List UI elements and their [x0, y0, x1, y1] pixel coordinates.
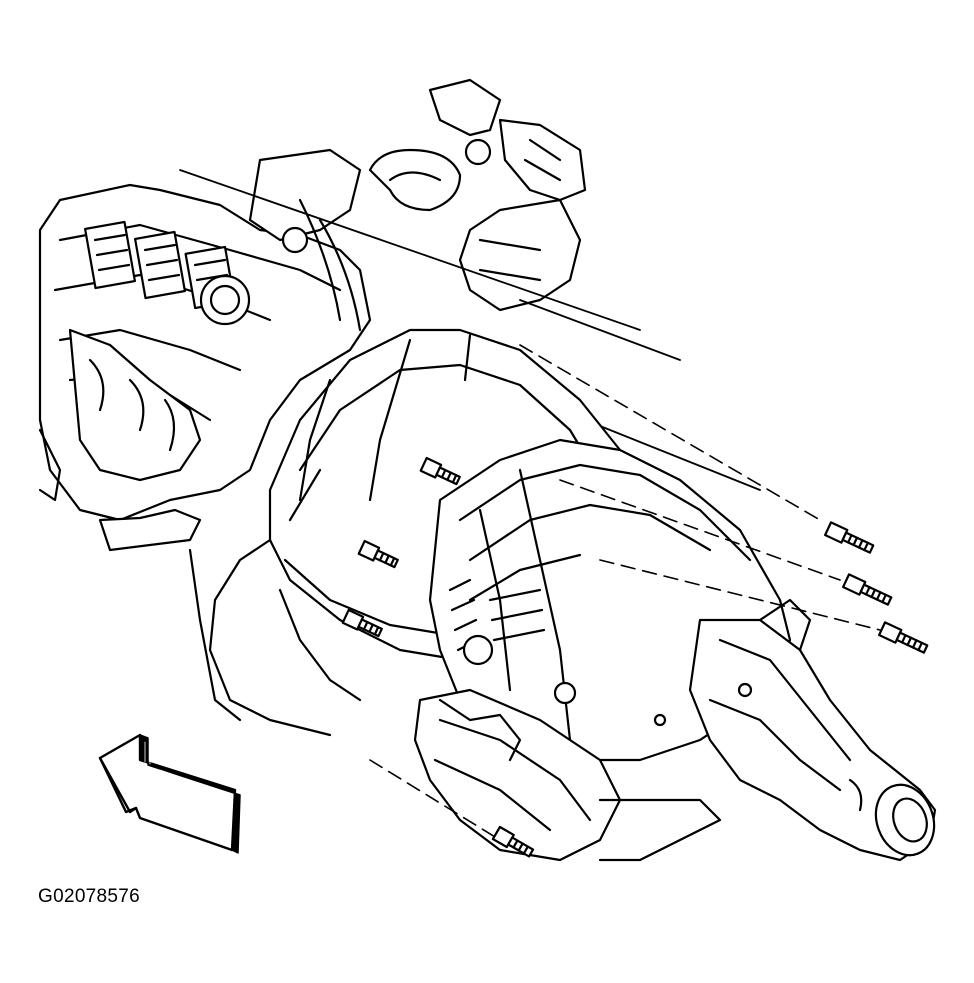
mounting-bolts: [341, 456, 929, 858]
engine-block: [38, 183, 372, 552]
bolt-icon: [419, 456, 461, 486]
upper-hoses-and-brackets: [248, 78, 587, 332]
transmission-extension-housing: [653, 598, 937, 862]
bolt-leader-lines: [369, 344, 881, 841]
figure-id-label: G02078576: [38, 886, 141, 907]
bolt-icon: [357, 539, 399, 569]
bolt-icon: [491, 825, 535, 858]
bolt-icon: [878, 621, 929, 654]
front-direction-arrow-icon: [98, 733, 241, 854]
bolt-icon: [842, 573, 893, 606]
bolt-icon: [341, 608, 383, 638]
bolt-icon: [824, 521, 875, 554]
